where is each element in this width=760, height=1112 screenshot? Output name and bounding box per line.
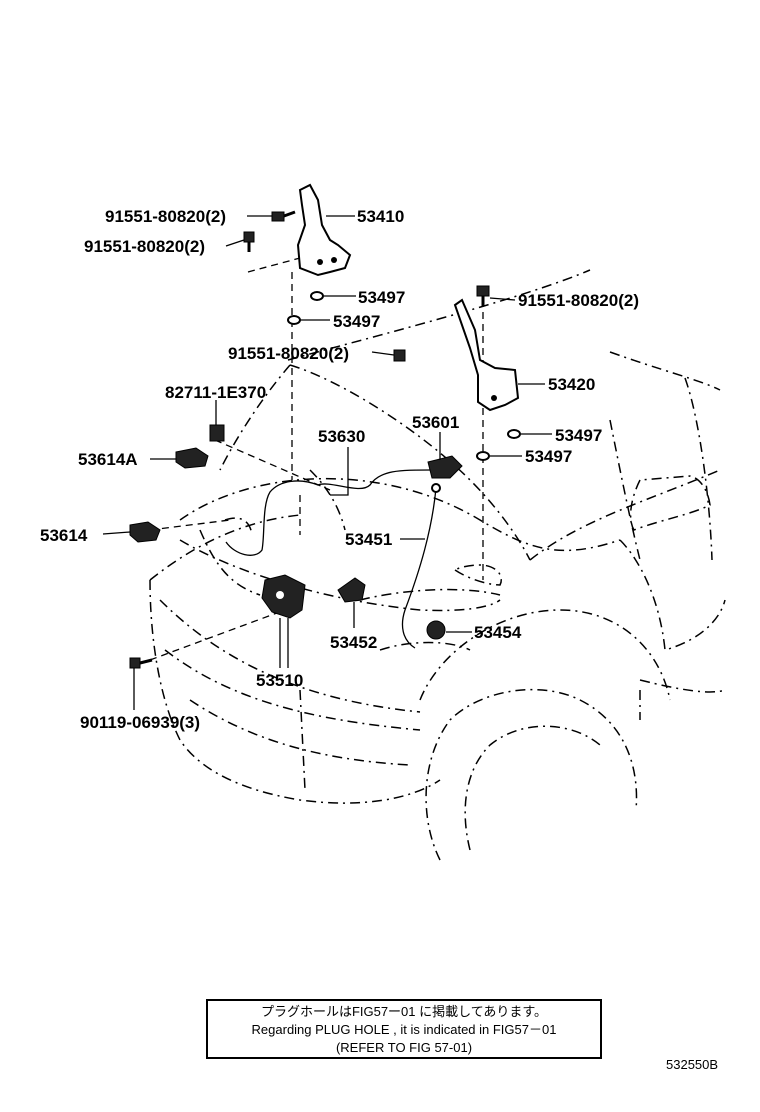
leader-lines — [102, 215, 552, 710]
label-hinge-right: 53420 — [548, 375, 595, 394]
washer-left-b — [287, 315, 301, 325]
bolt-right-mid — [393, 349, 406, 362]
label-washer-right-b: 53497 — [525, 447, 572, 466]
hood-hinge-left — [296, 183, 352, 277]
washer-right-a — [507, 429, 521, 439]
hood-lock-53510 — [261, 574, 306, 619]
note-line-reference: (REFER TO FIG 57-01) — [335, 1040, 473, 1055]
label-clamp-53614a: 53614A — [78, 450, 138, 469]
label-washer-right-a: 53497 — [555, 426, 602, 445]
part-labels: 91551-80820(2) 91551-80820(2) 53410 5349… — [40, 207, 639, 732]
screw-90119 — [129, 657, 153, 669]
cushion-53454 — [426, 620, 446, 640]
label-washer-left-a: 53497 — [358, 288, 405, 307]
label-cable-53630: 53630 — [318, 427, 365, 446]
bolt-right-top — [476, 285, 490, 306]
vehicle-outline — [149, 269, 726, 861]
support-rod-53451 — [401, 487, 437, 649]
striker-53452 — [337, 577, 366, 603]
label-washer-left-b: 53497 — [333, 312, 380, 331]
label-bolt-hinge-left-lower: 91551-80820(2) — [84, 237, 205, 256]
label-bolt-hinge-left-upper: 91551-80820(2) — [105, 207, 226, 226]
support-53601 — [427, 455, 463, 479]
bolt-left-lower — [243, 231, 255, 252]
label-bolt-hinge-right-top: 91551-80820(2) — [518, 291, 639, 310]
clamp-53614a — [175, 447, 209, 469]
label-clamp-53614: 53614 — [40, 526, 88, 545]
figure-code: 532550B — [666, 1057, 719, 1072]
note-line-japanese: プラグホールはFIG57ー01 に掲載してあります。 — [260, 1004, 548, 1019]
note-line-english: Regarding PLUG HOLE , it is indicated in… — [251, 1022, 557, 1037]
label-hinge-left: 53410 — [357, 207, 404, 226]
label-rod-53451: 53451 — [345, 530, 392, 549]
bolt-left-upper — [271, 210, 296, 222]
alignment-lines — [149, 257, 484, 661]
reference-note: プラグホールはFIG57ー01 に掲載してあります。 Regarding PLU… — [206, 999, 602, 1059]
label-support-53601: 53601 — [412, 413, 459, 432]
clamp-53614 — [129, 521, 161, 543]
label-screw-90119: 90119-06939(3) — [80, 713, 200, 732]
washer-right-b — [476, 451, 490, 461]
clip-82711 — [209, 424, 225, 442]
label-cushion-53454: 53454 — [474, 623, 522, 642]
label-bolt-hinge-right-mid: 91551-80820(2) — [228, 344, 349, 363]
label-striker-53452: 53452 — [330, 633, 377, 652]
washer-left-a — [310, 291, 324, 301]
hood-hinge-right — [453, 298, 520, 412]
label-lock-53510: 53510 — [256, 671, 303, 690]
release-cable-53630 — [225, 469, 431, 556]
label-clip-82711: 82711-1E370 — [165, 383, 266, 402]
